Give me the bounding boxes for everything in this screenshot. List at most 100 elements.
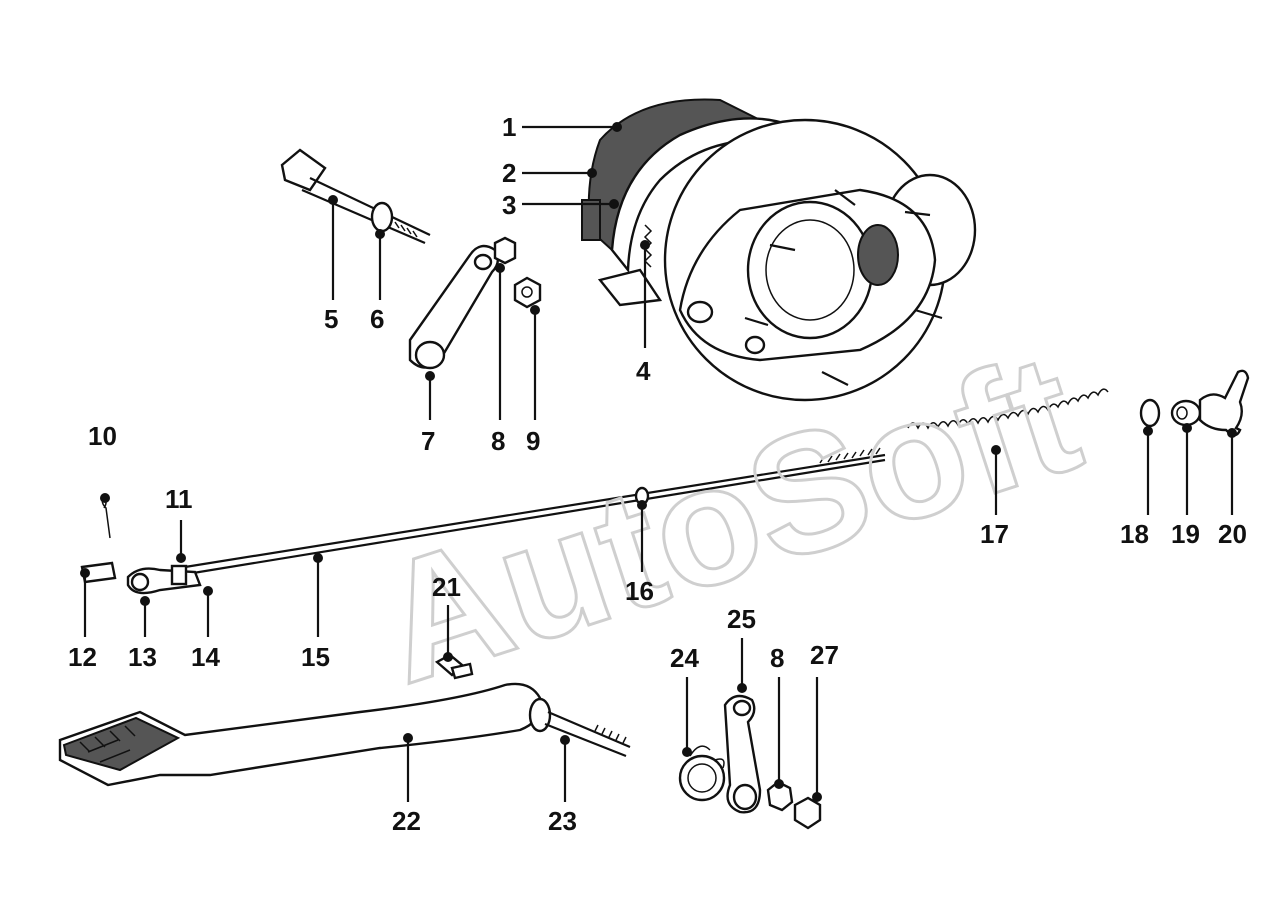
leader-dot-9 (530, 305, 540, 315)
callout-10: 10 (88, 421, 117, 451)
leader-dot-27 (812, 792, 822, 802)
stud (821, 371, 849, 386)
cam-head (280, 148, 327, 192)
anchor-hole (686, 300, 714, 324)
stud (834, 189, 856, 206)
lower-hex-nut (793, 796, 822, 830)
bush-bore (1176, 406, 1188, 420)
leader-dot-8b (774, 779, 784, 789)
lower-lever-arm (723, 694, 762, 814)
leader-dot-10 (100, 493, 110, 503)
wheel-studs (744, 189, 943, 386)
brake-drum-assembly (581, 98, 977, 402)
lower-lever-hole (732, 699, 752, 717)
brake-pedal (58, 682, 631, 787)
cam-washer (370, 201, 394, 233)
callout-16: 16 (625, 576, 654, 606)
callout-12: 12 (68, 642, 97, 672)
leader-dot-3 (609, 199, 619, 209)
leader-dot-18 (1143, 426, 1153, 436)
leader-dot-11 (176, 553, 186, 563)
rod-adjuster-parts (907, 369, 1250, 437)
leader-dot-20 (1227, 428, 1237, 438)
torsion-spring (678, 754, 726, 802)
stud (914, 308, 943, 320)
nut-bore (521, 286, 533, 298)
nipple-thread (450, 662, 474, 680)
rod-thread (819, 447, 881, 464)
callout-labels: 1 2 3 4 5 6 7 8 9 10 11 12 13 14 15 16 1… (68, 112, 1247, 836)
callout-13: 13 (128, 642, 157, 672)
rod-lower-edge (186, 458, 886, 576)
callout-6: 6 (370, 304, 384, 334)
leader-dot-5 (328, 195, 338, 205)
callout-14: 14 (191, 642, 220, 672)
leader-dot-23 (560, 735, 570, 745)
callout-2: 2 (502, 158, 516, 188)
leader-dot-2 (587, 168, 597, 178)
leader-dot-15 (313, 553, 323, 563)
cam-hole (857, 224, 899, 286)
callout-19: 19 (1171, 519, 1200, 549)
shaft-upper-edge (309, 177, 431, 236)
shaft-splines (394, 221, 418, 238)
spring-washer (1139, 398, 1161, 428)
torsion-spring-inner (687, 763, 717, 793)
hex-nut (513, 276, 542, 309)
flange-hole (744, 335, 766, 355)
stud (769, 243, 796, 252)
pedal-shaft-top (547, 710, 631, 749)
cam-shaft (280, 148, 431, 245)
leader-dot-6 (375, 229, 385, 239)
leader-dot-7 (425, 371, 435, 381)
lever-eye (414, 340, 446, 370)
stud (744, 316, 769, 327)
callout-3: 3 (502, 190, 516, 220)
callout-20: 20 (1218, 519, 1247, 549)
leader-dot-19 (1182, 423, 1192, 433)
return-spring-coil (907, 388, 1109, 430)
leader-dot-8a (495, 263, 505, 273)
leader-dot-24 (682, 747, 692, 757)
bush (1170, 399, 1202, 427)
pedal-shaft-bottom (544, 722, 627, 758)
clevis-eye (130, 572, 150, 592)
pedal-pad-tread (79, 725, 136, 763)
leader-dot-25 (737, 683, 747, 693)
callout-5: 5 (324, 304, 338, 334)
callout-17: 17 (980, 519, 1009, 549)
lever-spline-hole (473, 253, 493, 271)
shaft-lower-edge (301, 188, 426, 245)
shoe-tab (597, 268, 663, 307)
callout-11: 11 (165, 484, 193, 514)
pedal-boss (528, 697, 552, 733)
lower-lever-eye (732, 783, 758, 811)
callout-4: 4 (636, 356, 651, 386)
brake-lever-upper (408, 236, 542, 370)
leader-dot-16 (637, 500, 647, 510)
split-pin (101, 496, 111, 539)
clevis-block (170, 564, 188, 586)
callout-23: 23 (548, 806, 577, 836)
callout-15: 15 (301, 642, 330, 672)
callout-8: 8 (491, 426, 505, 456)
callout-21: 21 (432, 572, 461, 602)
leader-dot-13 (140, 596, 150, 606)
stud (904, 210, 931, 217)
leader-dot-12 (80, 568, 90, 578)
leader-lines (80, 122, 1237, 802)
callout-18: 18 (1120, 519, 1149, 549)
callout-25: 25 (727, 604, 756, 634)
leader-dot-22 (403, 733, 413, 743)
leader-dot-14 (203, 586, 213, 596)
leader-dot-21 (443, 652, 453, 662)
callout-24: 24 (670, 643, 699, 673)
pedal-shaft-thread (594, 724, 627, 744)
callout-22: 22 (392, 806, 421, 836)
leader-dot-17 (991, 445, 1001, 455)
shoe-rivet-block (581, 199, 601, 241)
serrated-washer (493, 236, 517, 265)
hub-bore-inner (765, 219, 855, 321)
rod-upper-edge (184, 453, 886, 569)
